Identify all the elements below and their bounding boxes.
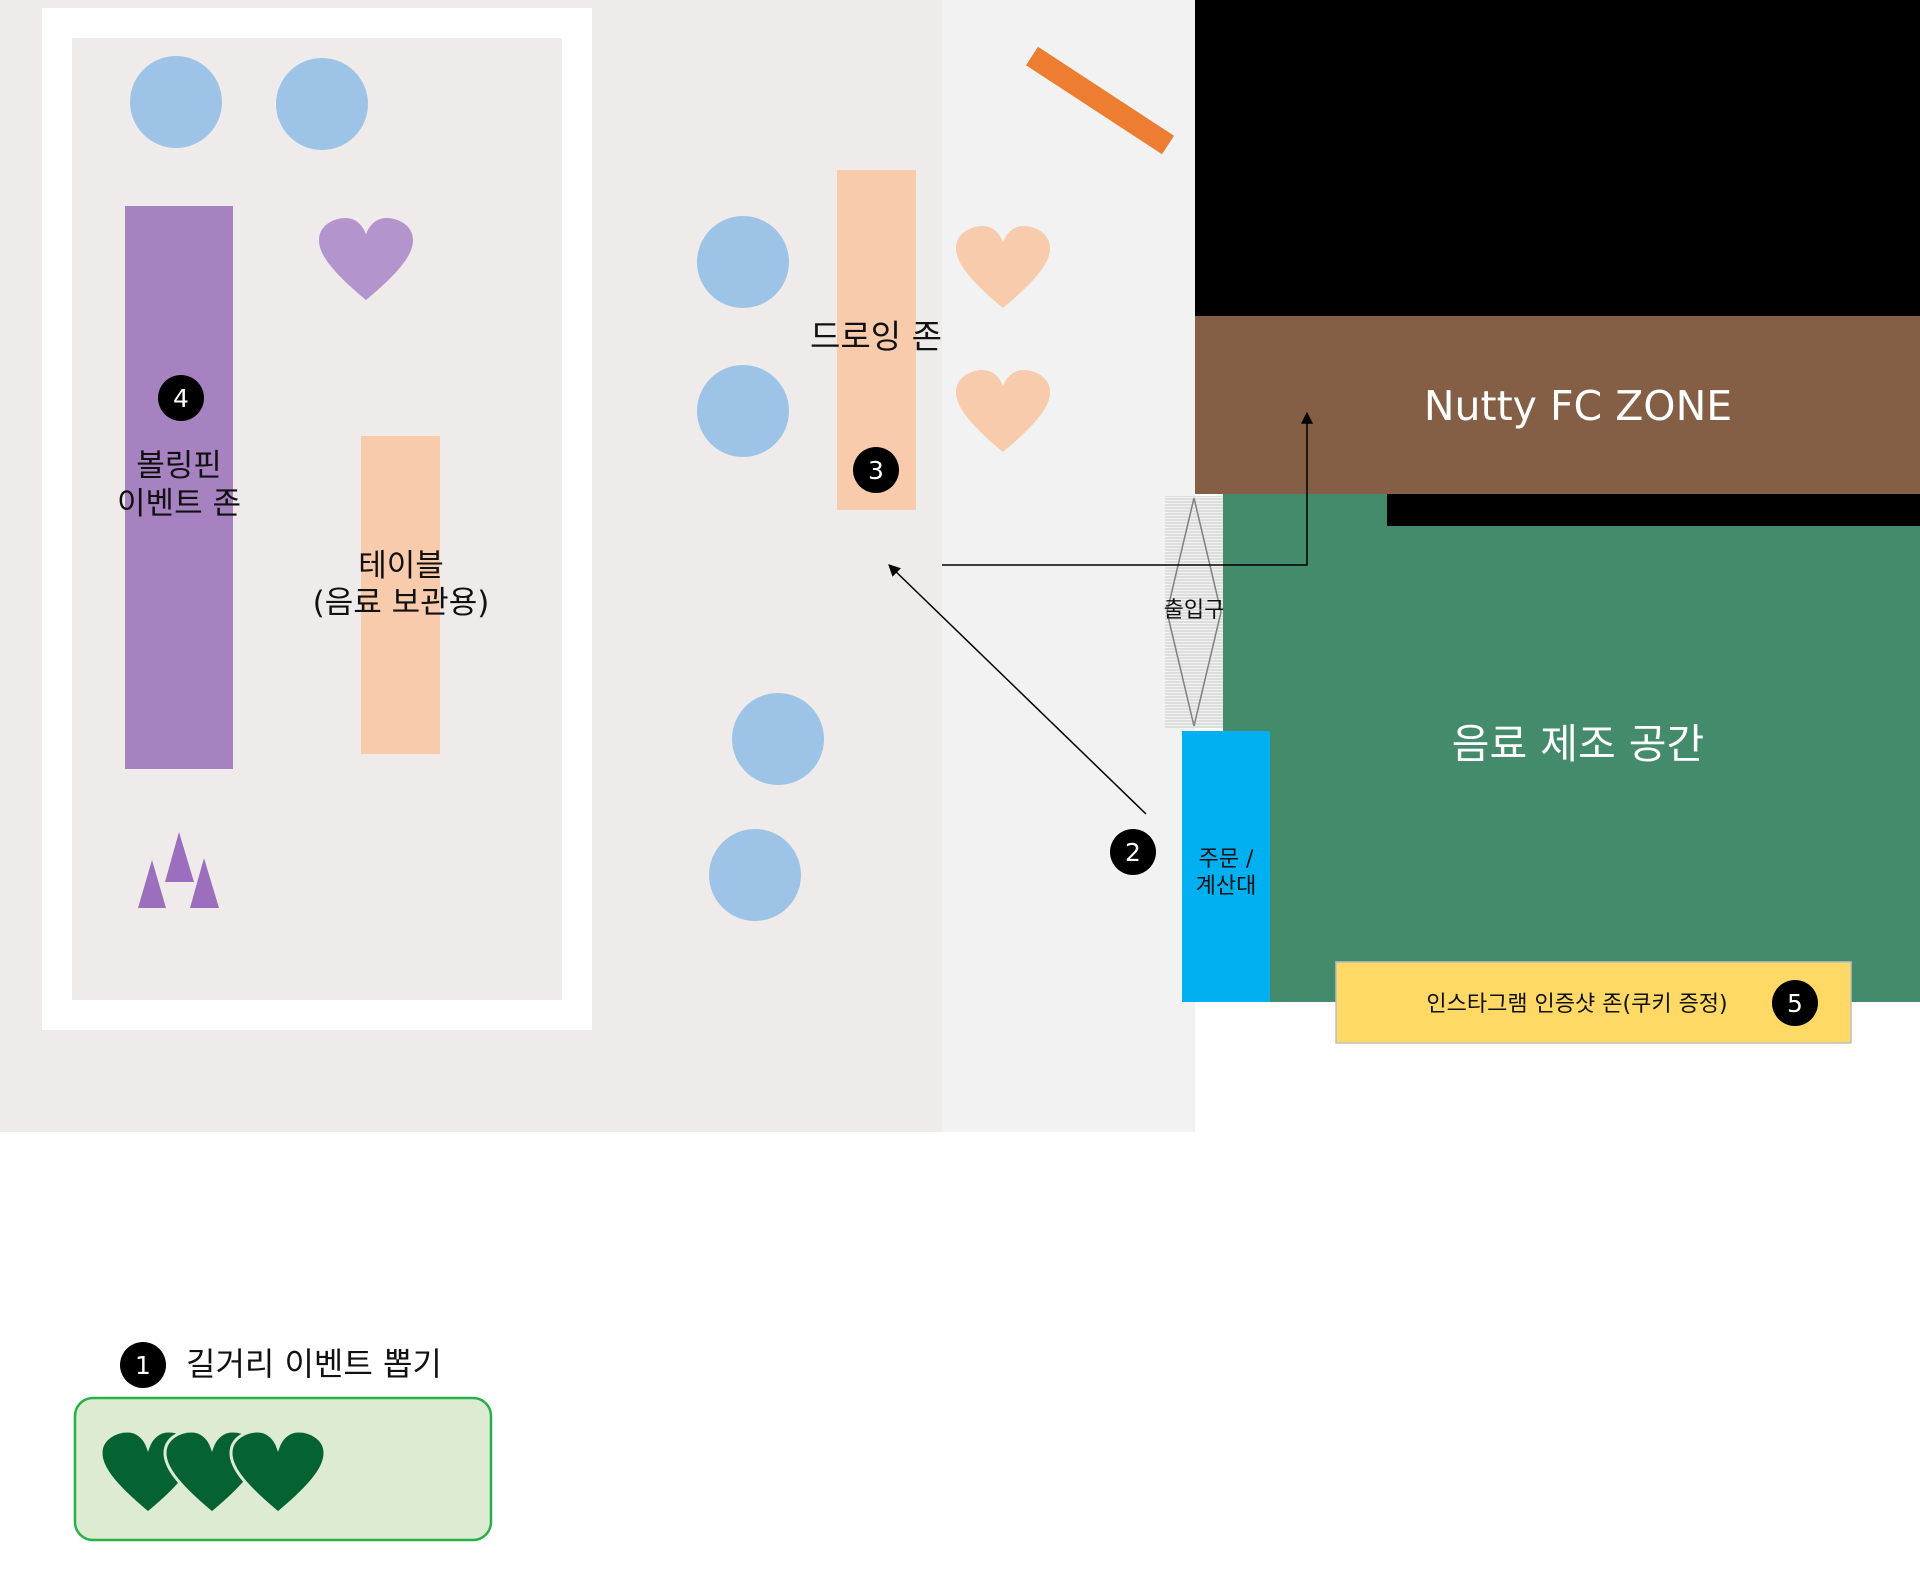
black-strip-overlay xyxy=(1387,494,1920,526)
instagram-zone xyxy=(1335,961,1852,1044)
entrance-mat xyxy=(1165,496,1223,728)
circle-seat xyxy=(276,58,368,150)
circle-seat xyxy=(697,365,789,457)
heart-icon xyxy=(229,1429,327,1515)
table-zone xyxy=(361,436,440,754)
black-block-top xyxy=(1195,0,1920,316)
order-badge: 2 xyxy=(1125,838,1141,867)
right-floor-area xyxy=(940,0,1195,1132)
beverage-label: 음료 제조 공간 xyxy=(1452,720,1704,768)
heart-icon xyxy=(319,218,413,300)
bowling-label-2: 이벤트 존 xyxy=(117,486,241,522)
entrance-label: 출입구 xyxy=(1164,598,1225,623)
table-label-1: 테이블 xyxy=(358,548,444,584)
orange-bar xyxy=(1025,46,1175,155)
counter-label-1: 주문 / xyxy=(1199,847,1254,872)
cone-icon xyxy=(190,858,219,908)
bowling-zone xyxy=(125,206,233,769)
legend-badge: 1 xyxy=(135,1351,151,1380)
bowling-label-1: 볼링핀 xyxy=(136,448,222,484)
circle-seat xyxy=(709,829,801,921)
badge-icon xyxy=(158,375,204,421)
arrow-icon xyxy=(888,564,1147,815)
counter-zone xyxy=(1182,731,1270,1002)
legend-title: 길거리 이벤트 뽑기 xyxy=(186,1345,442,1383)
circle-seat xyxy=(697,216,789,308)
drawing-label: 드로잉 존 xyxy=(810,317,942,356)
nutty-label: Nutty FC ZONE xyxy=(1424,382,1732,430)
cone-icon xyxy=(165,832,194,882)
beverage-zone-corner xyxy=(1223,526,1920,1002)
table-label-2: (음료 보관용) xyxy=(313,585,490,621)
badge-icon xyxy=(853,447,899,493)
heart-icon xyxy=(956,226,1050,308)
entrance-door xyxy=(1166,497,1222,727)
circle-seat xyxy=(130,56,222,148)
bowling-badge: 4 xyxy=(173,384,189,413)
instagram-label: 인스타그램 인증샷 존(쿠키 증정) xyxy=(1426,992,1727,1017)
instagram-badge: 5 xyxy=(1787,989,1803,1018)
badge-icon xyxy=(120,1342,166,1388)
heart-icon xyxy=(956,370,1050,452)
drawing-badge: 3 xyxy=(868,456,884,485)
circle-seat xyxy=(732,693,824,785)
nutty-fc-zone xyxy=(1195,316,1920,494)
arrow-icon xyxy=(942,411,1313,566)
badge-icon xyxy=(1772,980,1818,1026)
badge-icon xyxy=(1110,829,1156,875)
cone-icon xyxy=(138,860,166,908)
counter-label-2: 계산대 xyxy=(1196,874,1257,899)
